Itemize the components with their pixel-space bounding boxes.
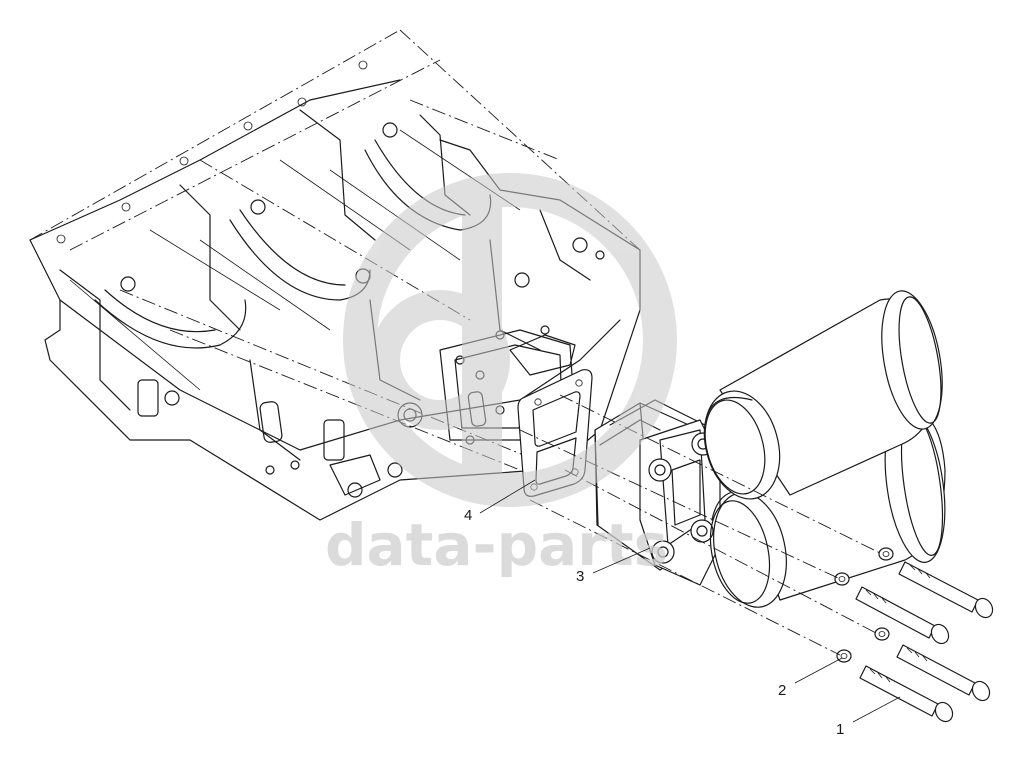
callout-1: 1 xyxy=(836,696,901,738)
callout-3: 3 xyxy=(576,547,651,585)
callout-2: 2 xyxy=(778,657,843,699)
filter-canisters xyxy=(703,290,946,608)
assembly-centerlines xyxy=(519,394,881,656)
callout-label-2: 2 xyxy=(778,682,786,699)
bolts-part-1 xyxy=(855,561,994,723)
callout-label-4: 4 xyxy=(464,507,472,524)
callout-4: 4 xyxy=(464,479,536,524)
callout-label-1: 1 xyxy=(836,721,844,738)
engine-block xyxy=(29,29,641,521)
callout-label-3: 3 xyxy=(576,568,584,585)
washers-part-2 xyxy=(834,547,894,663)
watermark-text: data-parts xyxy=(325,511,668,579)
watermark-logo xyxy=(343,173,677,507)
